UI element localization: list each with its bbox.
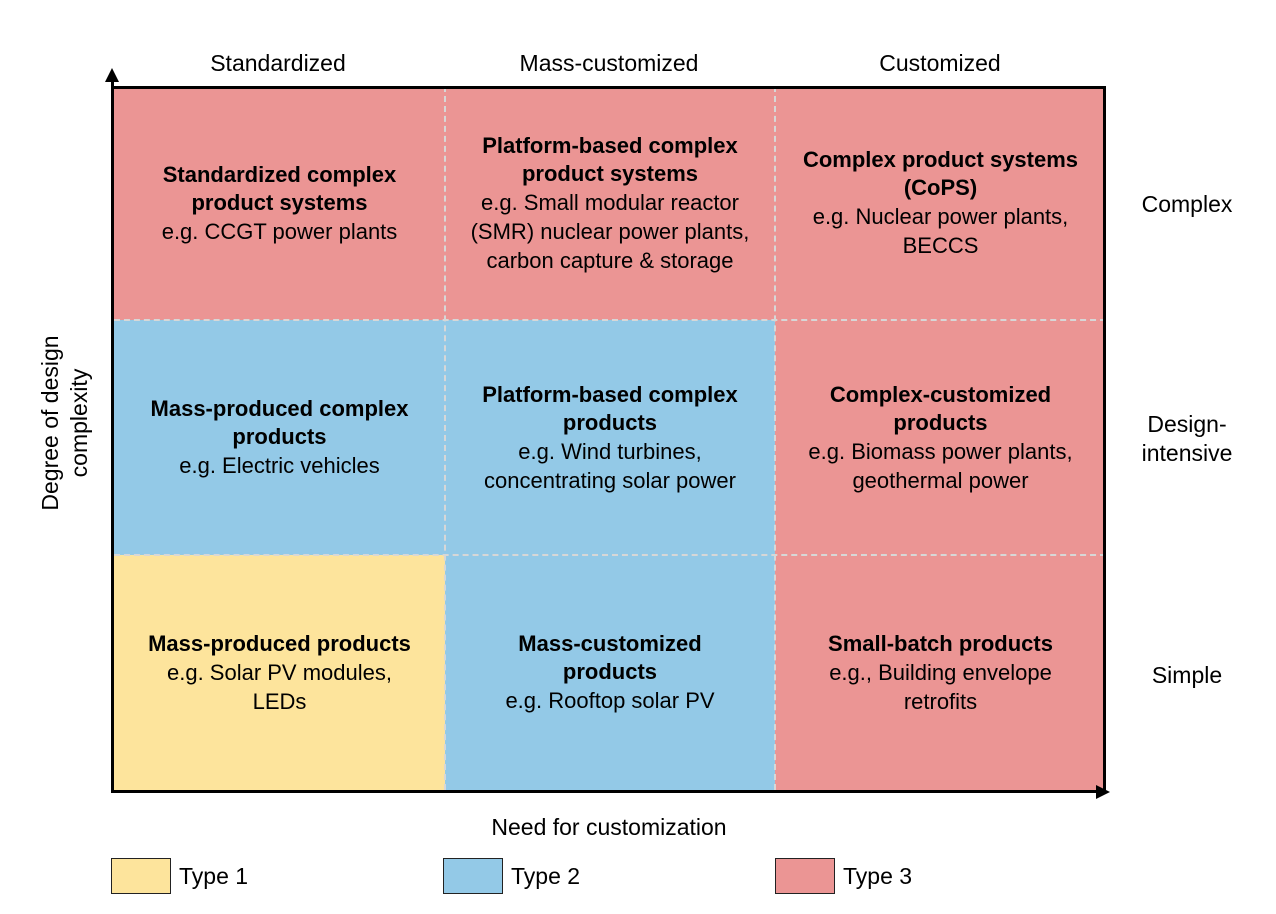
column-header-mass-customized: Mass-customized bbox=[519, 50, 699, 76]
cell-title: Mass-customized products bbox=[518, 631, 702, 684]
cell-masscustomized-design-intensive: Platform-based complex products e.g. Win… bbox=[445, 320, 775, 555]
cell-example: e.g. Electric vehicles bbox=[179, 453, 380, 478]
y-axis-line bbox=[111, 76, 114, 790]
cell-title: Complex-customized products bbox=[829, 381, 1052, 435]
matrix-grid: Standardized complex product systems e.g… bbox=[105, 68, 1110, 799]
cell-customized-simple: Small-batch products e.g., Building enve… bbox=[775, 555, 1106, 790]
cell-example: e.g. Rooftop solar PV bbox=[505, 688, 715, 713]
legend-label: Type 3 bbox=[843, 862, 913, 889]
cell-example: e.g. Nuclear power plants, BECCS bbox=[812, 204, 1069, 258]
column-header-standardized: Standardized bbox=[210, 50, 346, 76]
legend-label: Type 2 bbox=[511, 862, 581, 889]
cell-example: e.g. Small modular reactor (SMR) nuclear… bbox=[470, 189, 750, 273]
grid-frame-right bbox=[1103, 86, 1106, 790]
cell-example: e.g., Building envelope retrofits bbox=[829, 659, 1052, 714]
column-header-customized: Customized bbox=[879, 50, 1001, 76]
cell-standardized-simple: Mass-produced products e.g. Solar PV mod… bbox=[114, 555, 445, 790]
row-header-simple: Simple bbox=[1151, 662, 1223, 688]
cell-customized-design-intensive: Complex-customized products e.g. Biomass… bbox=[775, 320, 1106, 555]
cell-example: e.g. Solar PV modules, LEDs bbox=[166, 659, 392, 714]
legend-swatch bbox=[443, 858, 503, 894]
legend-swatch bbox=[111, 858, 171, 894]
grid-divider-vertical bbox=[444, 86, 446, 790]
cell-standardized-design-intensive: Mass-produced complex products e.g. Elec… bbox=[114, 320, 445, 555]
x-axis-label: Need for customization bbox=[491, 814, 727, 840]
cell-customized-complex: Complex product systems (CoPS) e.g. Nucl… bbox=[775, 86, 1106, 320]
cell-example: e.g. Wind turbines, concentrating solar … bbox=[484, 438, 736, 493]
grid-divider-vertical bbox=[774, 86, 776, 790]
grid-frame-top bbox=[114, 86, 1106, 89]
x-axis-line bbox=[111, 790, 1101, 793]
cell-example: e.g. CCGT power plants bbox=[161, 218, 398, 244]
cell-title: Standardized complex product systems bbox=[162, 161, 397, 215]
legend-label: Type 1 bbox=[179, 862, 249, 889]
cell-masscustomized-simple: Mass-customized products e.g. Rooftop so… bbox=[445, 555, 775, 790]
cell-example: e.g. Biomass power plants, geothermal po… bbox=[808, 438, 1073, 493]
legend-swatch bbox=[775, 858, 835, 894]
y-axis-label: Degree of design complexity bbox=[37, 335, 92, 511]
cell-masscustomized-complex: Platform-based complex product systems e… bbox=[445, 86, 775, 320]
x-axis-arrow-icon bbox=[1096, 785, 1110, 799]
cell-title: Platform-based complex product systems bbox=[482, 132, 738, 186]
legend-item-type2: Type 2 bbox=[443, 856, 580, 896]
grid-divider-horizontal bbox=[114, 319, 1106, 321]
cell-standardized-complex: Standardized complex product systems e.g… bbox=[114, 86, 445, 320]
cell-title: Platform-based complex products bbox=[482, 381, 738, 435]
cell-title: Mass-produced complex products bbox=[150, 396, 409, 449]
cell-title: Small-batch products bbox=[828, 630, 1053, 656]
grid-divider-horizontal bbox=[114, 554, 1106, 556]
row-header-design-intensive: Design- intensive bbox=[1141, 411, 1233, 466]
cell-title: Mass-produced products bbox=[148, 630, 411, 656]
y-axis-arrow-icon bbox=[105, 68, 119, 82]
legend-item-type1: Type 1 bbox=[111, 856, 248, 896]
cell-title: Complex product systems (CoPS) bbox=[802, 147, 1079, 200]
legend-item-type3: Type 3 bbox=[775, 856, 912, 896]
row-header-complex: Complex bbox=[1141, 191, 1233, 217]
